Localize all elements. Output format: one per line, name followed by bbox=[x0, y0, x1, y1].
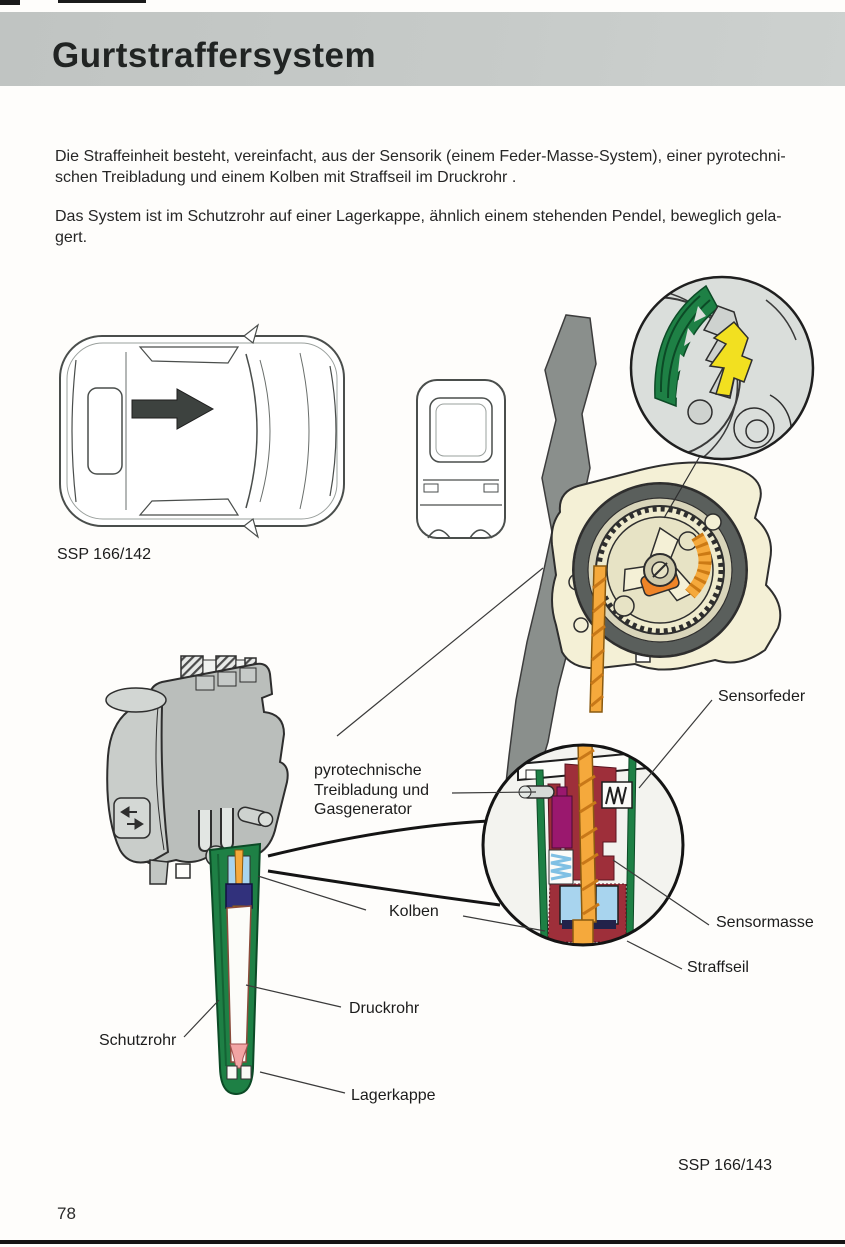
callout-druckrohr: Druckrohr bbox=[349, 1000, 420, 1017]
kolben-piston bbox=[225, 883, 253, 909]
straffseil-cable-inner bbox=[577, 745, 597, 923]
belt-retractor bbox=[550, 461, 782, 671]
tensioner-unit bbox=[105, 655, 289, 1096]
sensor-spring bbox=[605, 786, 627, 805]
callout-lagerkappe: Lagerkappe bbox=[351, 1087, 436, 1104]
top-rule-segment bbox=[0, 0, 20, 5]
title-bar: Gurtstraffersystem bbox=[0, 12, 845, 86]
figure-caption-upper: SSP 166/142 bbox=[57, 546, 152, 563]
druckrohr-tube bbox=[226, 905, 252, 1063]
gear-detail-circle bbox=[629, 275, 815, 519]
treibladung-charge bbox=[551, 795, 573, 849]
bottom-rule bbox=[0, 1240, 845, 1244]
callout-sensorfeder: Sensorfeder bbox=[718, 688, 806, 705]
direction-arrow-icon bbox=[131, 388, 215, 430]
cable-in-tube bbox=[234, 849, 244, 887]
piston-spring bbox=[550, 853, 572, 881]
car-top-view bbox=[59, 323, 345, 539]
callout-schutzrohr: Schutzrohr bbox=[99, 1032, 177, 1049]
left-right-arrow-icon bbox=[120, 806, 144, 830]
figure-caption-lower: SSP 166/143 bbox=[678, 1157, 773, 1174]
magnifier-funnel bbox=[267, 819, 501, 907]
retractor-to-tensioner-line bbox=[336, 567, 544, 737]
yellow-pawl bbox=[708, 320, 753, 397]
magnifier-circle bbox=[481, 743, 685, 947]
page-number: 78 bbox=[57, 1204, 76, 1223]
intro-paragraph-1: Die Straffeinheit besteht, vereinfacht, … bbox=[55, 148, 786, 186]
callout-kolben: Kolben bbox=[389, 903, 439, 920]
callout-sensormasse: Sensormasse bbox=[716, 914, 814, 931]
callout-treibladung: pyrotechnische Treibladung und Gasgenera… bbox=[314, 762, 430, 818]
page-title: Gurtstraffersystem bbox=[52, 36, 377, 75]
belt-spool bbox=[572, 482, 748, 658]
callout-leader-lines bbox=[183, 699, 713, 1094]
car-rear-view bbox=[416, 379, 506, 539]
top-rule-segment bbox=[58, 0, 146, 3]
straffseil-cable-upper bbox=[589, 565, 607, 713]
intro-paragraph-2: Das System ist im Schutzrohr auf einer L… bbox=[55, 208, 782, 246]
callout-straffseil: Straffseil bbox=[687, 959, 749, 976]
